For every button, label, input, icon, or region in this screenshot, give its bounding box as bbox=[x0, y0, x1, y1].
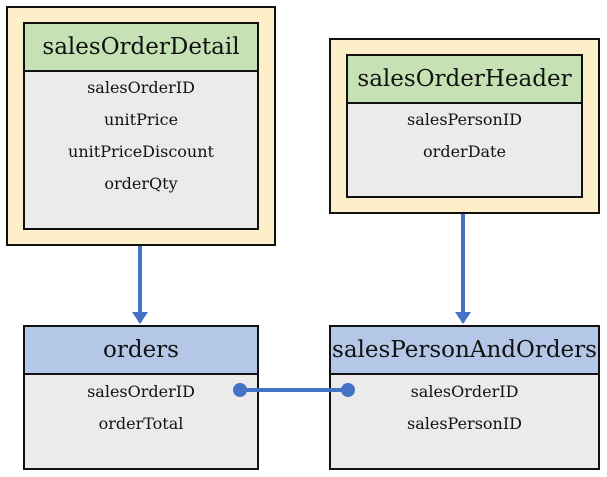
field-unit-price: unitPrice bbox=[103, 110, 179, 129]
field-sales-order-id: salesOrderID bbox=[410, 382, 519, 401]
field-sales-person-id: salesPersonID bbox=[406, 110, 522, 129]
field-order-total: orderTotal bbox=[98, 414, 184, 433]
field-unit-price-discount: unitPriceDiscount bbox=[68, 142, 214, 161]
orders-title: orders bbox=[25, 327, 257, 375]
join-endpoint-sales-person-and-orders bbox=[341, 383, 355, 397]
arrowhead-header-to-sales-person-and-orders bbox=[455, 312, 471, 324]
field-order-qty: orderQty bbox=[104, 174, 178, 193]
sales-person-and-orders-title: salesPersonAndOrders bbox=[331, 327, 598, 375]
join-endpoint-orders bbox=[233, 383, 247, 397]
arrowhead-detail-to-orders bbox=[132, 312, 148, 324]
field-order-date: orderDate bbox=[423, 142, 506, 161]
field-sales-person-id: salesPersonID bbox=[406, 414, 522, 433]
orders-table: orders salesOrderID orderTotal bbox=[23, 325, 259, 470]
sales-person-and-orders-table: salesPersonAndOrders salesOrderID salesP… bbox=[329, 325, 600, 470]
field-sales-order-id: salesOrderID bbox=[87, 78, 195, 97]
sales-order-header-table: salesOrderHeader salesPersonID orderDate bbox=[346, 54, 583, 198]
sales-order-header-title: salesOrderHeader bbox=[348, 56, 581, 104]
sales-order-detail-table: salesOrderDetail salesOrderID unitPrice … bbox=[23, 22, 259, 230]
sales-order-detail-title: salesOrderDetail bbox=[25, 24, 257, 72]
field-sales-order-id: salesOrderID bbox=[87, 382, 195, 401]
